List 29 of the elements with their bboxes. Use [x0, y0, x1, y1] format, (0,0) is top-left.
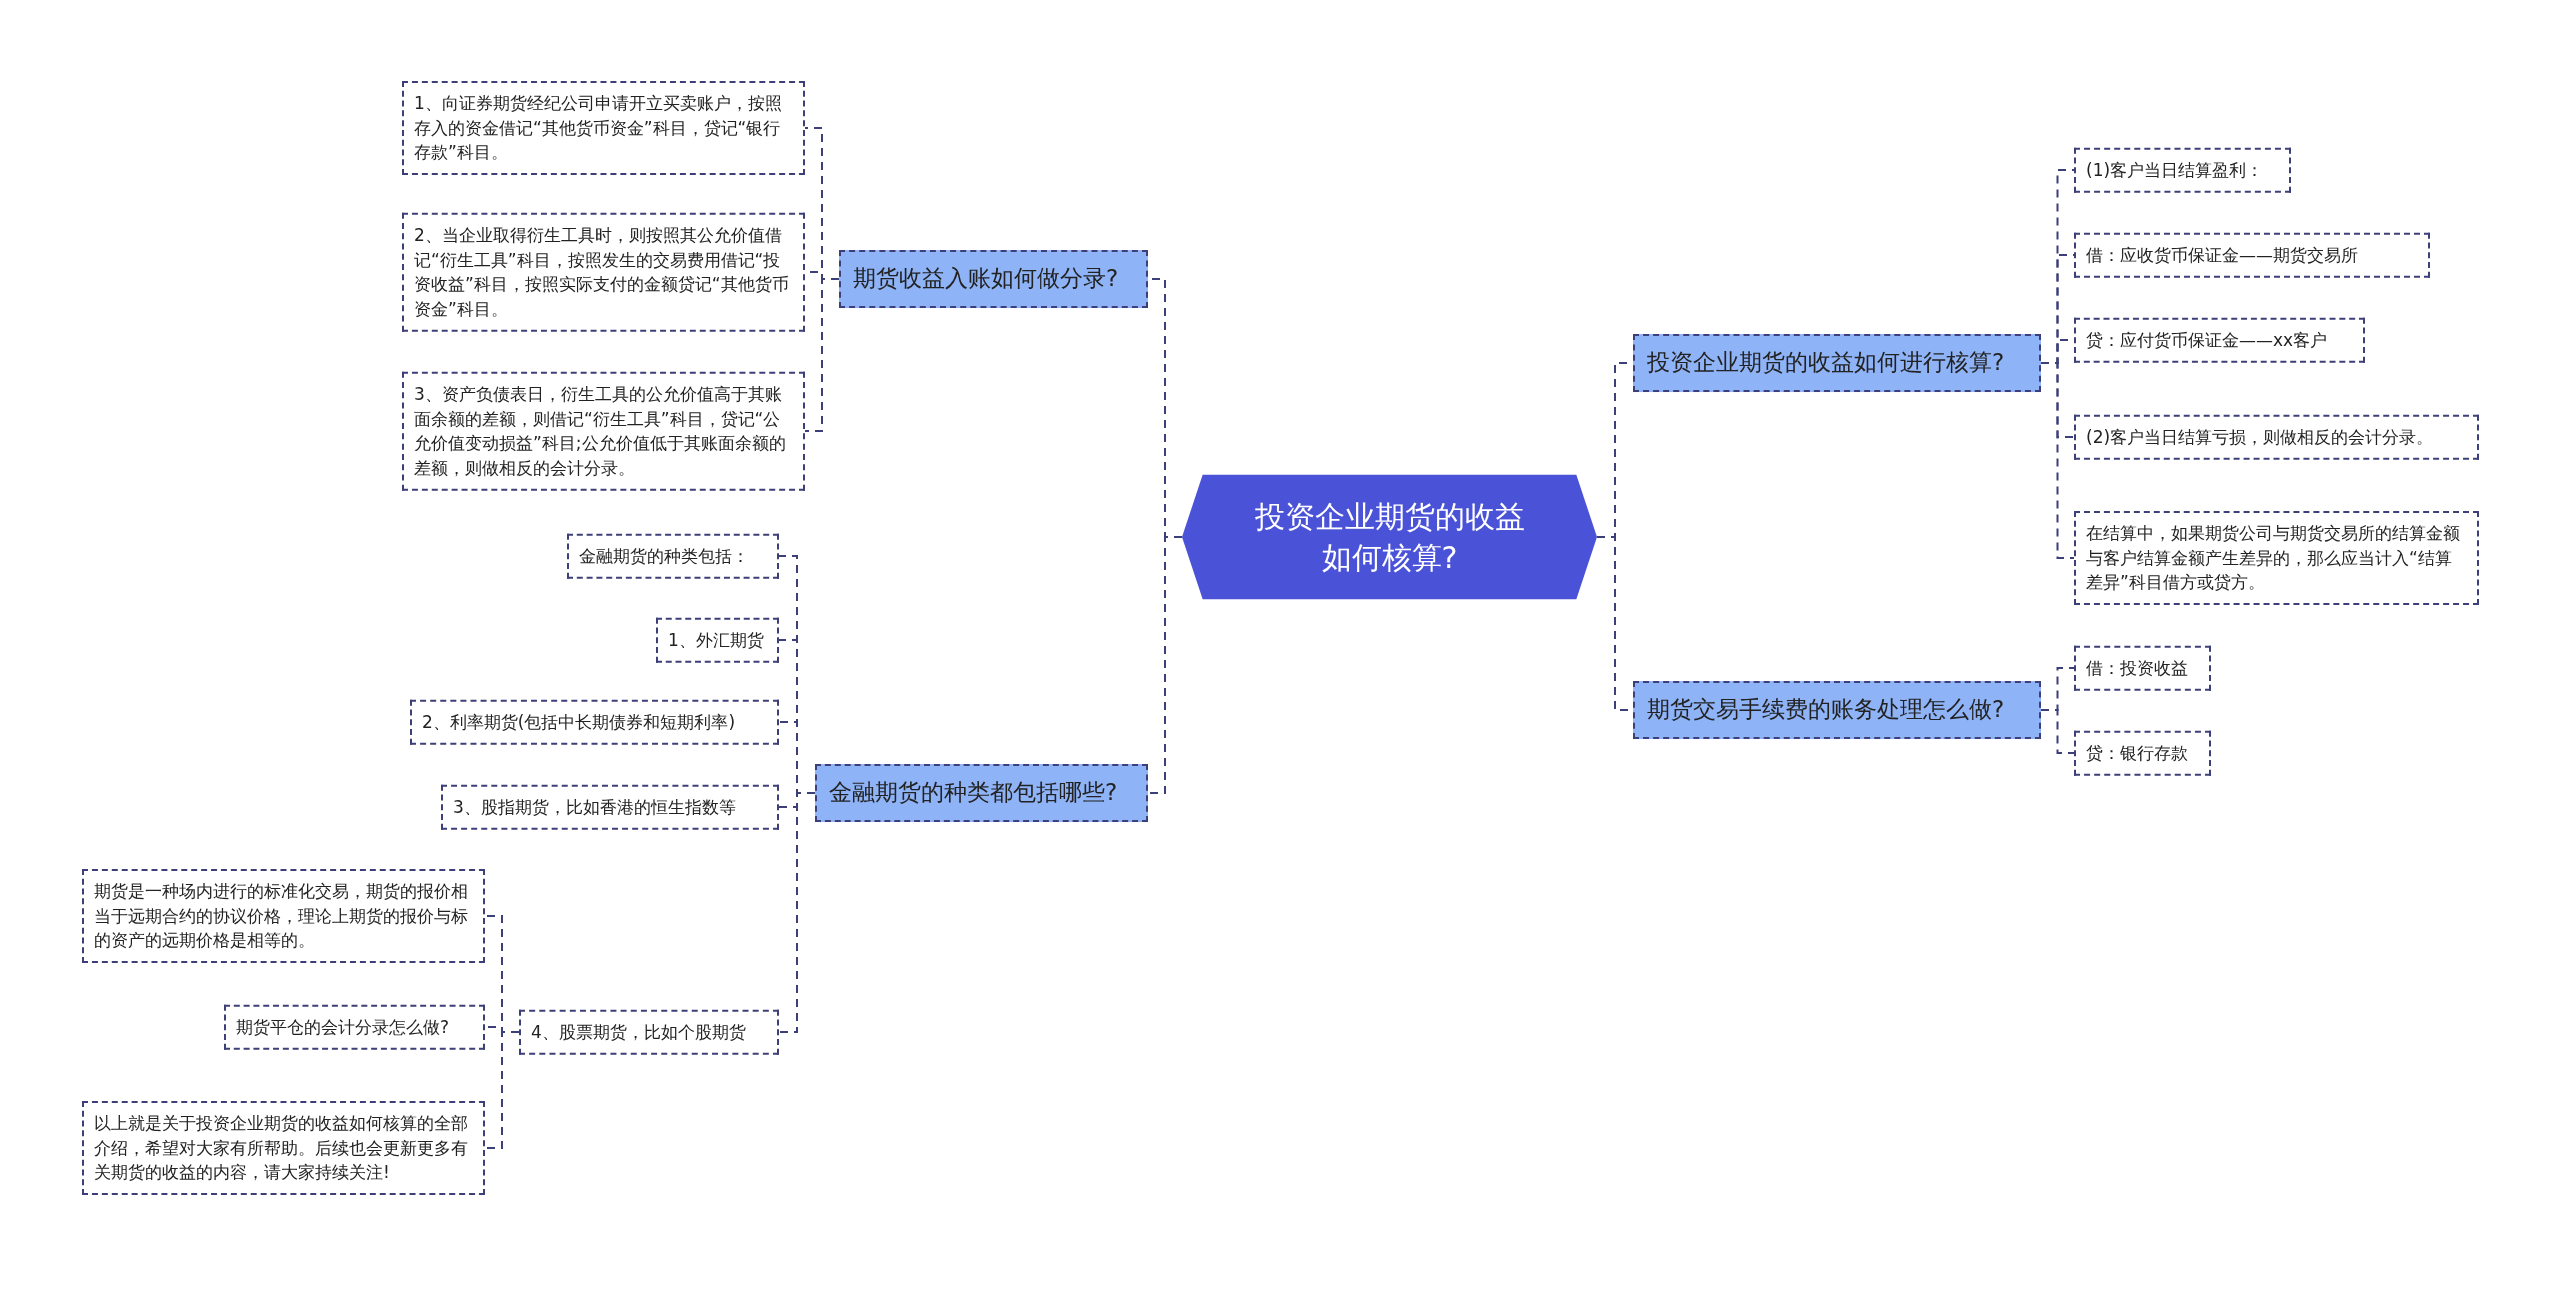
- note-box: 2、利率期货(包括中长期债券和短期利率): [410, 699, 779, 745]
- note-box: (1)客户当日结算盈利：: [2074, 147, 2291, 193]
- connector-line: [778, 792, 816, 1033]
- connector-line: [804, 278, 840, 432]
- note-box: 借：投资收益: [2074, 645, 2211, 691]
- note-box: 2、当企业取得衍生工具时，则按照其公允价值借记“衍生工具”科目，按照发生的交易费用借记“投资收益”科目，按照实际支付的金额贷记“其他货币资金”科目。: [402, 212, 805, 332]
- connector-line: [2040, 709, 2075, 754]
- branch-topic-box: 期货收益入账如何做分录?: [839, 250, 1148, 308]
- note-box: 期货是一种场内进行的标准化交易，期货的报价相当于远期合约的协议价格，理论上期货的报价与标的资产的远期价格是相等的。: [82, 869, 485, 963]
- note-box: 期货平仓的会计分录怎么做?: [224, 1004, 485, 1050]
- connector-line: [2040, 362, 2075, 559]
- note-box: (2)客户当日结算亏损，则做相反的会计分录。: [2074, 414, 2479, 460]
- note-box: 贷：银行存款: [2074, 730, 2211, 776]
- note-box: 4、股票期货，比如个股期货: [519, 1009, 779, 1055]
- note-box: 在结算中，如果期货公司与期货交易所的结算金额与客户结算金额产生差异的，那么应当计入“结算差异”科目借方或贷方。: [2074, 511, 2479, 605]
- branch-topic-box: 投资企业期货的收益如何进行核算?: [1633, 334, 2041, 392]
- connector-line: [484, 1031, 520, 1149]
- note-box: 1、向证券期货经纪公司申请开立买卖账户，按照存入的资金借记“其他货币资金”科目，贷记“银行存款”科目。: [402, 81, 805, 175]
- branch-topic-box: 期货交易手续费的账务处理怎么做?: [1633, 681, 2041, 739]
- note-box: 以上就是关于投资企业期货的收益如何核算的全部介绍，希望对大家有所帮助。后续也会更新更多有关期货的收益的内容，请大家持续关注!: [82, 1101, 485, 1195]
- root-topic-text: 投资企业期货的收益如何核算?: [1253, 497, 1526, 576]
- note-box: 金融期货的种类包括：: [567, 533, 779, 579]
- note-box: 3、资产负债表日，衍生工具的公允价值高于其账面余额的差额，则借记“衍生工具”科目，贷记“公允价值变动损益”科目;公允价值低于其账面余额的差额，则做相反的会计分录。: [402, 371, 805, 491]
- connector-line: [1147, 536, 1183, 794]
- branch-topic-box: 金融期货的种类都包括哪些?: [815, 764, 1148, 822]
- note-box: 借：应收货币保证金——期货交易所: [2074, 232, 2430, 278]
- note-box: 3、股指期货，比如香港的恒生指数等: [441, 784, 779, 830]
- note-box: 1、外汇期货: [656, 617, 779, 663]
- note-box: 贷：应付货币保证金——xx客户: [2074, 317, 2365, 363]
